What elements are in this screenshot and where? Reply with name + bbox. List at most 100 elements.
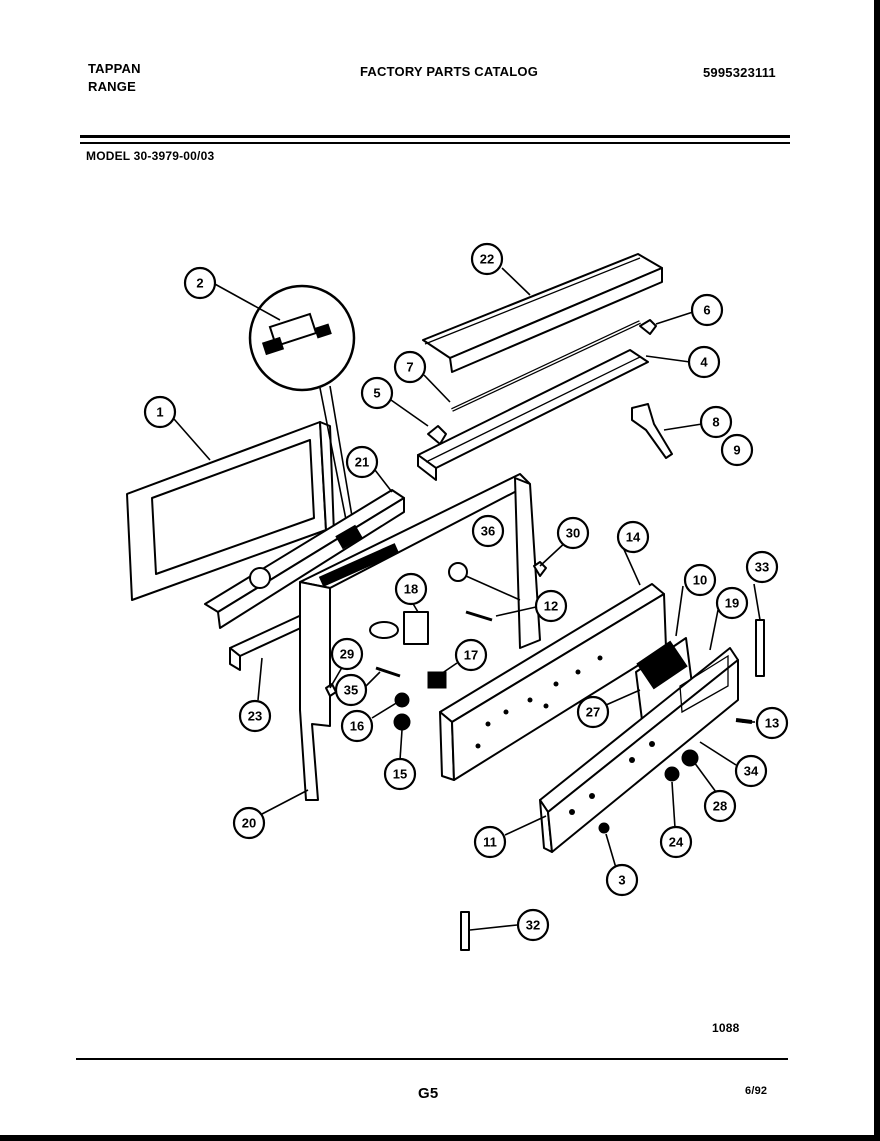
callout-34: 34	[734, 754, 768, 788]
callout-24: 24	[659, 825, 693, 859]
part-32-key	[460, 911, 470, 951]
scan-edge-bottom	[0, 1135, 880, 1141]
callout-19: 19	[715, 586, 749, 620]
part-24-knob	[664, 766, 680, 782]
callout-15: 15	[383, 757, 417, 791]
callout-27: 27	[576, 695, 610, 729]
svg-text:28: 28	[713, 799, 727, 814]
callout-3: 3	[605, 863, 639, 897]
part-16-knob	[394, 692, 410, 708]
page-code: G5	[418, 1085, 439, 1102]
svg-text:5: 5	[373, 386, 380, 401]
revision-date: 6/92	[745, 1085, 768, 1097]
svg-text:32: 32	[526, 918, 540, 933]
svg-text:21: 21	[355, 455, 369, 470]
callout-8: 8	[699, 405, 733, 439]
header-rule-top	[80, 135, 790, 138]
callout-18: 18	[394, 572, 428, 606]
svg-text:27: 27	[586, 705, 600, 720]
model-number: MODEL 30-3979-00/03	[86, 149, 215, 163]
catalog-number: 5995323111	[703, 65, 776, 80]
callout-6: 6	[690, 293, 724, 327]
svg-text:29: 29	[340, 647, 354, 662]
callout-2: 2	[183, 266, 217, 300]
svg-text:1: 1	[156, 405, 163, 420]
callout-21: 21	[345, 445, 379, 479]
svg-text:11: 11	[483, 835, 497, 850]
callout-30: 30	[556, 516, 590, 550]
part-10-timer-module	[635, 637, 693, 721]
svg-text:14: 14	[626, 530, 641, 545]
svg-text:24: 24	[669, 835, 684, 850]
callout-33: 33	[745, 550, 779, 584]
svg-text:6: 6	[703, 303, 710, 318]
svg-text:4: 4	[700, 355, 708, 370]
svg-text:9: 9	[733, 443, 740, 458]
part-5-clip	[427, 425, 447, 445]
part-20-side-frame	[299, 473, 541, 801]
part-30-clip	[533, 561, 547, 577]
svg-text:15: 15	[393, 767, 407, 782]
svg-text:16: 16	[350, 719, 364, 734]
svg-text:12: 12	[544, 599, 558, 614]
callout-9: 9	[720, 433, 754, 467]
brand-line-1: TAPPAN	[88, 61, 141, 76]
scan-edge-right	[874, 0, 880, 1141]
callout-28: 28	[703, 789, 737, 823]
svg-text:7: 7	[406, 360, 413, 375]
part-17-switch	[427, 671, 447, 689]
callout-4: 4	[687, 345, 721, 379]
part-2-detail-magnifier	[248, 284, 357, 541]
callout-23: 23	[238, 699, 272, 733]
callout-32: 32	[516, 908, 550, 942]
callout-12: 12	[534, 589, 568, 623]
svg-text:2: 2	[196, 276, 203, 291]
callout-36: 36	[471, 514, 505, 548]
svg-text:30: 30	[566, 526, 580, 541]
callout-20: 20	[232, 806, 266, 840]
callout-13: 13	[755, 706, 789, 740]
svg-text:13: 13	[765, 716, 779, 731]
part-15-knob	[393, 713, 411, 731]
callout-10: 10	[683, 563, 717, 597]
svg-text:23: 23	[248, 709, 262, 724]
part-3-nut	[598, 822, 610, 834]
callout-14: 14	[616, 520, 650, 554]
part-7-rod	[451, 320, 641, 412]
svg-text:33: 33	[755, 560, 769, 575]
part-8-bracket	[631, 403, 673, 459]
svg-text:3: 3	[618, 873, 625, 888]
svg-text:35: 35	[344, 683, 358, 698]
callout-7: 7	[393, 350, 427, 384]
part-21-long-bracket	[204, 489, 405, 629]
svg-text:17: 17	[464, 648, 478, 663]
svg-text:20: 20	[242, 816, 256, 831]
part-35-screw	[375, 666, 401, 678]
svg-text:36: 36	[481, 524, 495, 539]
callout-5: 5	[360, 376, 394, 410]
callout-11: 11	[473, 825, 507, 859]
svg-text:8: 8	[712, 415, 719, 430]
brand-line-2: RANGE	[88, 79, 136, 94]
part-12-screw	[465, 610, 493, 622]
callout-17: 17	[454, 638, 488, 672]
callout-29: 29	[330, 637, 364, 671]
catalog-title: FACTORY PARTS CATALOG	[360, 64, 539, 79]
svg-text:34: 34	[744, 764, 759, 779]
figure-code: 1088	[712, 1021, 740, 1035]
part-36-spring-clip	[448, 562, 521, 601]
callout-16: 16	[340, 709, 374, 743]
leader-lines	[173, 267, 761, 931]
header-rule-bottom	[80, 142, 790, 144]
part-22-trim-cap	[422, 253, 663, 373]
part-33-strip	[755, 619, 765, 677]
callout-1: 1	[143, 395, 177, 429]
footer-rule	[76, 1058, 788, 1060]
part-18-switch	[369, 611, 429, 645]
svg-text:19: 19	[725, 596, 739, 611]
callout-35: 35	[334, 673, 368, 707]
svg-text:10: 10	[693, 573, 707, 588]
part-4-channel-rail	[417, 349, 649, 481]
